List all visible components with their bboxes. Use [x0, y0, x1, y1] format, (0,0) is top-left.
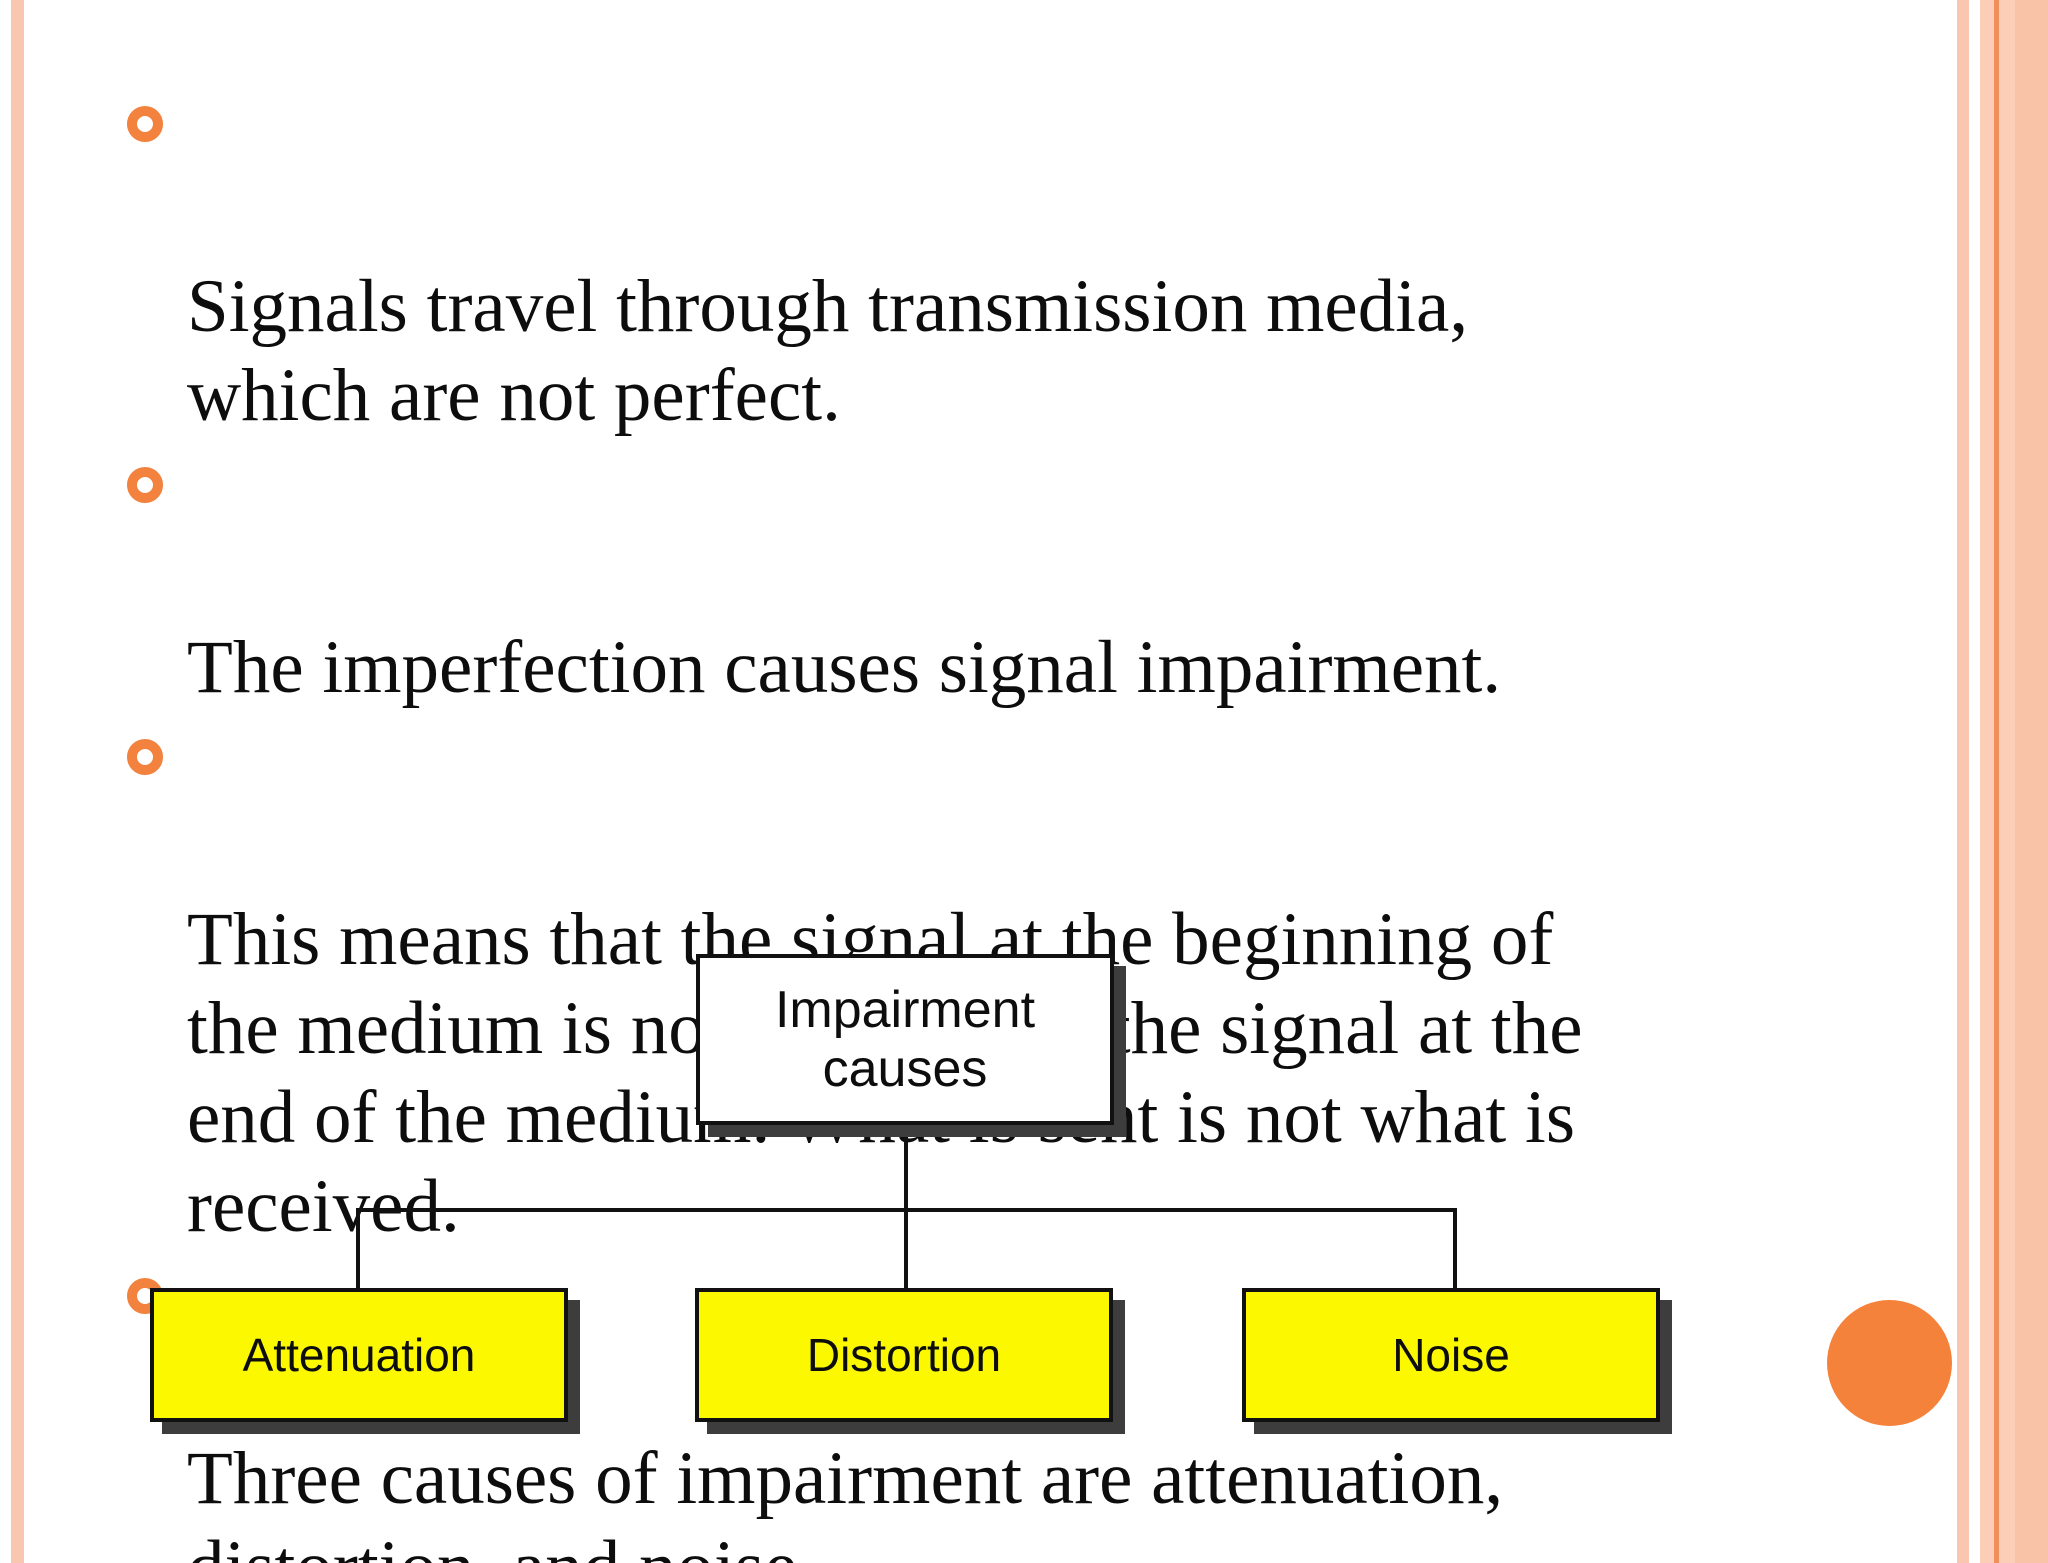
diagram-box-attenuation: Attenuation — [150, 1288, 568, 1422]
bullet-ring-icon — [127, 739, 163, 775]
right-border-accent-line — [1994, 0, 1999, 1563]
bullet-item: Three causes of impairment are attenuati… — [127, 1256, 1807, 1563]
diagram-box-noise: Noise — [1242, 1288, 1660, 1422]
right-border-shade — [2015, 0, 2048, 1563]
bullet-ring-icon — [127, 467, 163, 503]
connector-drop-noise — [1453, 1208, 1457, 1288]
connector-drop-attenuation — [356, 1208, 360, 1288]
connector-horizontal — [356, 1208, 1457, 1212]
diagram-box-distortion: Distortion — [695, 1288, 1113, 1422]
bullet-text: Three causes of impairment are attenuati… — [187, 1437, 1504, 1563]
diagram-box-label: Noise — [1392, 1329, 1510, 1381]
diagram-box-label: Attenuation — [242, 1329, 476, 1381]
diagram-box-label: Impairment causes — [774, 980, 1036, 1098]
diagram-box-impairment-causes: Impairment causes — [696, 954, 1114, 1125]
bullet-text: Signals travel through transmission medi… — [187, 265, 1469, 437]
bullet-item: Signals travel through transmission medi… — [127, 84, 1807, 440]
bullet-item: The imperfection causes signal impairmen… — [127, 445, 1807, 712]
right-border-stripe-thin — [1957, 0, 1969, 1563]
bullet-text: The imperfection causes signal impairmen… — [187, 626, 1502, 709]
diagram-box-label: Distortion — [806, 1329, 1002, 1381]
left-border-stripe — [11, 0, 24, 1563]
connector-root-drop — [904, 1125, 908, 1288]
right-border-band — [1980, 0, 2048, 1563]
accent-circle — [1827, 1300, 1952, 1426]
bullet-ring-icon — [127, 106, 163, 142]
